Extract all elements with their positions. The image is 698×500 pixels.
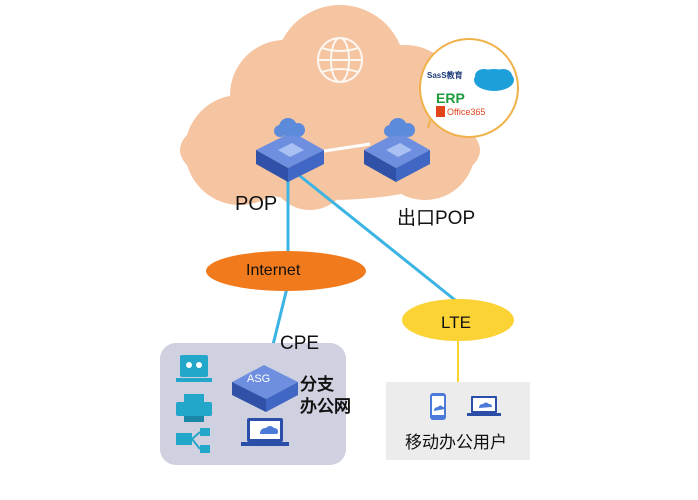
office-logo-icon xyxy=(436,106,445,117)
mobile-users-label: 移动办公用户 xyxy=(405,433,507,452)
globe-icon xyxy=(317,37,363,83)
cpe-label: CPE xyxy=(280,333,320,354)
lte-ellipse xyxy=(402,299,514,341)
saas-app-label: SasS教育 xyxy=(427,71,463,80)
salesforce-cloud-icon xyxy=(474,69,514,91)
exit-pop-router-icon xyxy=(364,118,430,182)
mobile-phone-icon xyxy=(430,393,446,420)
branch-office-label: 分支办公网 xyxy=(300,374,351,418)
asg-gateway-icon xyxy=(232,365,298,412)
exit-pop-label: 出口POP xyxy=(397,208,476,229)
branch-office-label-line: 分支 xyxy=(300,375,334,394)
laptop-icon xyxy=(241,418,289,446)
pop-lte-link xyxy=(289,166,461,306)
file-sharing-icon xyxy=(176,428,210,453)
branch-office-label-line: 办公网 xyxy=(300,397,351,416)
internet-ellipse xyxy=(206,251,366,291)
lte-label: LTE xyxy=(441,313,471,332)
video-conference-icon xyxy=(176,355,212,382)
pop-label: POP xyxy=(235,193,278,215)
asg-label: ASG xyxy=(247,373,271,385)
mobile-laptop-icon xyxy=(467,396,501,416)
pop-router-icon xyxy=(256,118,324,182)
pop-to-exit-pop-link xyxy=(317,142,371,154)
office365-app-label: Office365 xyxy=(447,107,486,117)
mobile-users-box xyxy=(386,382,530,460)
internet-label: Internet xyxy=(246,262,301,279)
erp-app-label: ERP xyxy=(436,90,465,106)
printer-icon xyxy=(176,394,212,422)
